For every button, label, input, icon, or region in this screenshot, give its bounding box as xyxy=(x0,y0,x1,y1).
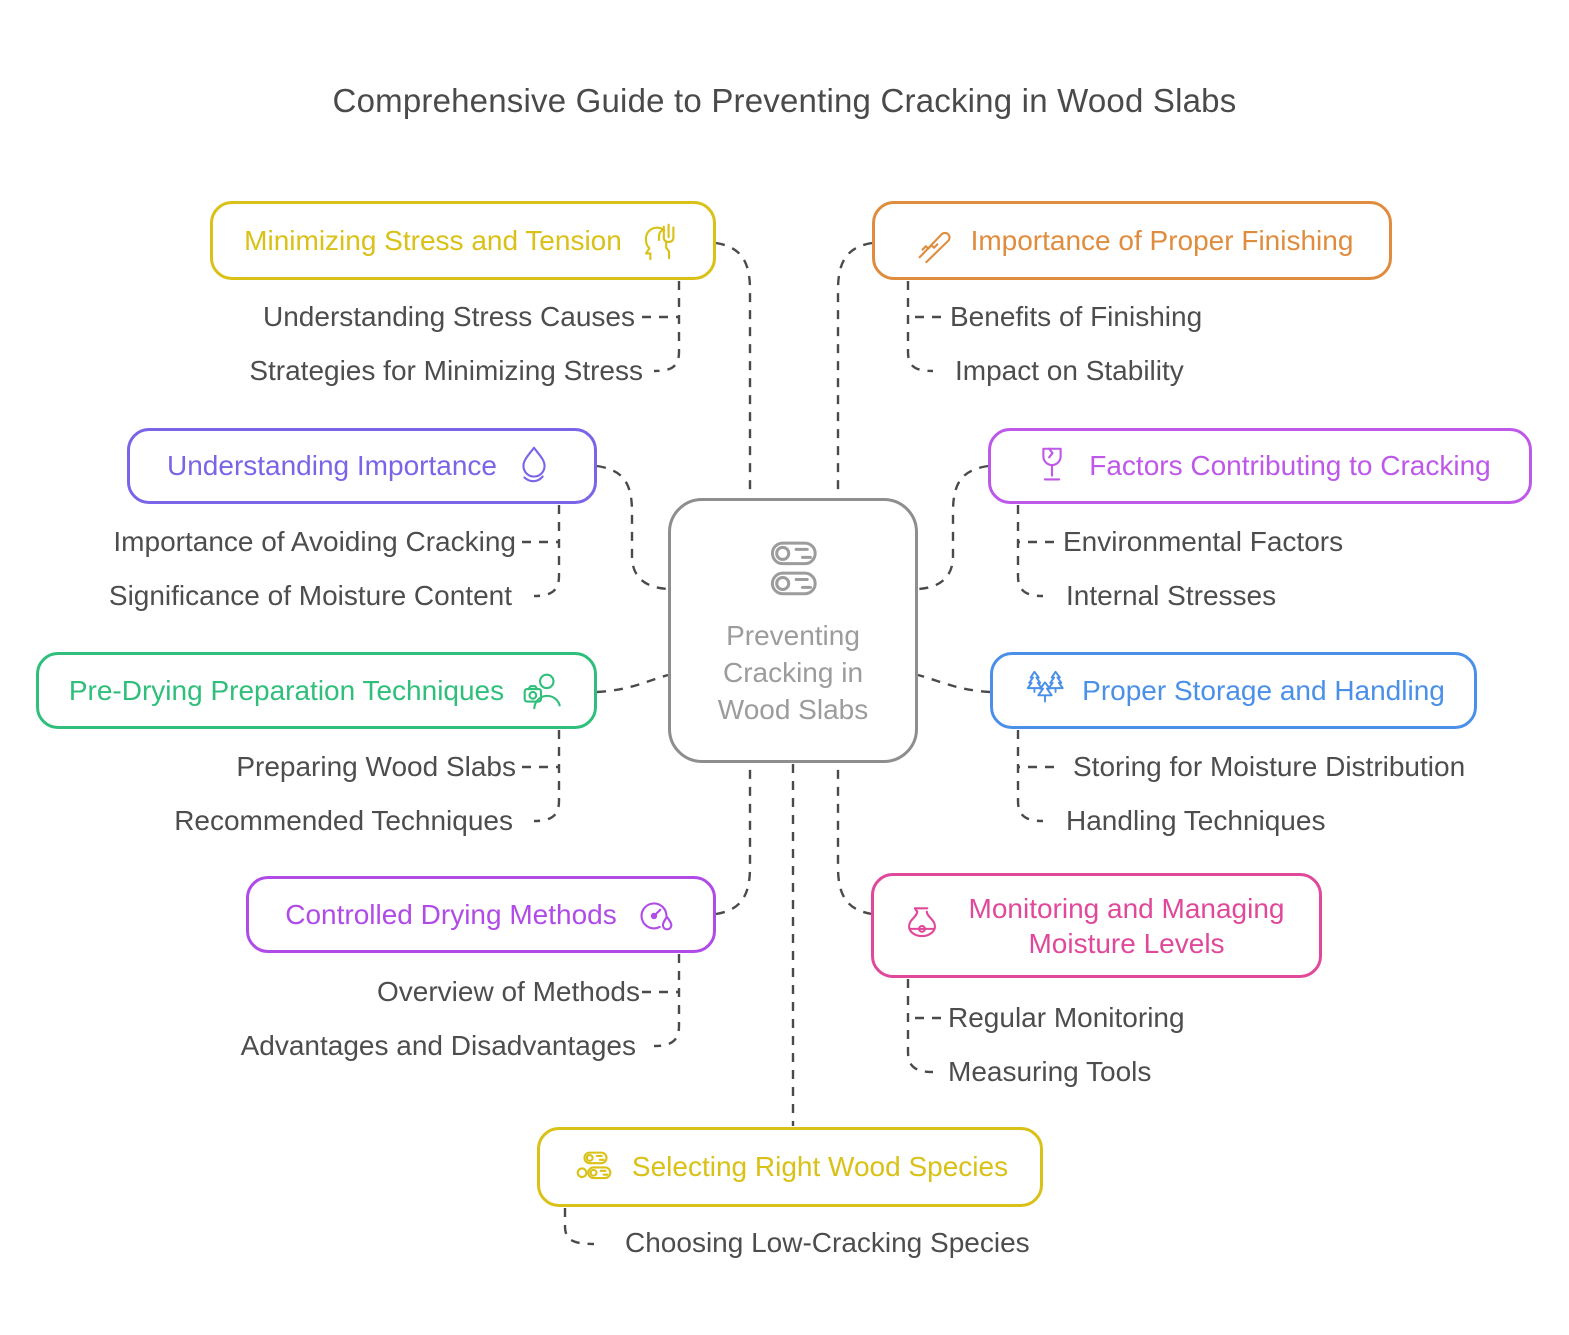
child-label: Environmental Factors xyxy=(1063,526,1344,557)
node-label: Selecting Right Wood Species xyxy=(631,1151,1009,1182)
connector-branch-controlled-drying xyxy=(642,764,752,1048)
connector-branch-minimizing-stress xyxy=(642,241,752,497)
connector-branch-factors-cracking xyxy=(917,464,1054,598)
child-label: Strategies for Minimizing Stress xyxy=(249,355,643,386)
child-label: Understanding Stress Causes xyxy=(263,301,635,332)
node-minimizing-stress: Minimizing Stress and Tension xyxy=(210,201,716,280)
gauge-drop-icon xyxy=(631,892,677,938)
node-selecting-species: Selecting Right Wood Species xyxy=(537,1127,1043,1207)
node-label: Importance of Proper Finishing xyxy=(970,224,1354,256)
child-label: Recommended Techniques xyxy=(174,805,513,836)
child-label: Significance of Moisture Content xyxy=(108,580,512,611)
node-factors-cracking: Factors Contributing to Cracking xyxy=(988,428,1532,504)
flask-icon xyxy=(899,903,945,949)
connector-branch-proper-finishing xyxy=(836,241,941,497)
water-drop-icon xyxy=(511,443,557,489)
node-label: Monitoring and Managing Moisture Levels xyxy=(968,892,1285,959)
child-label: Overview of Methods xyxy=(377,976,640,1007)
child-label: Handling Techniques xyxy=(1066,805,1326,836)
node-pre-drying: Pre-Drying Preparation Techniques xyxy=(36,652,597,729)
node-label: Factors Contributing to Cracking xyxy=(1089,450,1491,481)
node-center: Preventing Cracking in Wood Slabs xyxy=(668,498,918,763)
child-label: Preparing Wood Slabs xyxy=(236,751,516,782)
node-proper-finishing: Importance of Proper Finishing xyxy=(872,201,1392,280)
child-label: Storing for Moisture Distribution xyxy=(1073,751,1466,782)
child-label: Advantages and Disadvantages xyxy=(240,1030,636,1061)
trees-icon xyxy=(1022,668,1068,714)
camera-person-icon xyxy=(518,668,564,714)
wood-logs-icon xyxy=(755,532,831,608)
node-storage-handling: Proper Storage and Handling xyxy=(990,652,1477,729)
page-title: Comprehensive Guide to Preventing Cracki… xyxy=(332,82,1237,119)
connector-branch-storage-handling xyxy=(917,673,1054,823)
child-label: Regular Monitoring xyxy=(948,1002,1185,1033)
connector-branch-understanding-importance xyxy=(522,464,669,598)
node-label: Proper Storage and Handling xyxy=(1082,674,1445,706)
wood-logs-small-icon xyxy=(572,1144,618,1190)
stress-head-icon xyxy=(636,218,682,264)
node-controlled-drying: Controlled Drying Methods xyxy=(246,876,716,953)
node-label: Controlled Drying Methods xyxy=(285,898,617,930)
node-label: Understanding Importance xyxy=(167,450,497,481)
connector-branch-selecting-species xyxy=(563,764,795,1246)
brush-icon xyxy=(911,218,957,264)
child-label: Benefits of Finishing xyxy=(950,301,1203,332)
node-monitoring-moisture: Monitoring and Managing Moisture Levels xyxy=(871,873,1322,978)
child-label: Impact on Stability xyxy=(955,355,1184,386)
center-label: Preventing Cracking in Wood Slabs xyxy=(717,620,869,725)
cracked-glass-icon xyxy=(1029,443,1075,489)
node-label: Minimizing Stress and Tension xyxy=(244,224,622,256)
child-label: Measuring Tools xyxy=(948,1056,1152,1087)
child-label: Internal Stresses xyxy=(1066,580,1277,611)
node-understanding-importance: Understanding Importance xyxy=(127,428,597,504)
child-label: Choosing Low-Cracking Species xyxy=(625,1227,1030,1258)
child-label: Importance of Avoiding Cracking xyxy=(113,526,516,557)
connector-branch-pre-drying xyxy=(522,673,669,823)
node-label: Pre-Drying Preparation Techniques xyxy=(68,674,505,706)
connector-branch-monitoring-moisture xyxy=(836,764,941,1074)
